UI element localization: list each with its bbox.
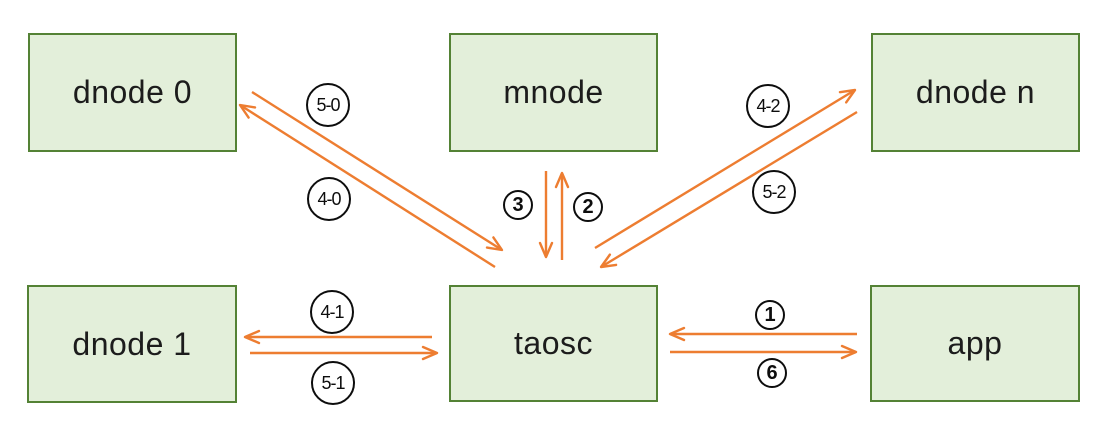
edge-label-2: 2 [573,192,603,222]
node-dnode-n-label: dnode n [915,74,1036,110]
arrow-dnode0-to-taosc [251,90,504,252]
edge-label-4-0: 4-0 [307,177,351,221]
node-dnode-1-label: dnode 1 [72,325,192,362]
arrow-dnoden-to-taosc [599,110,858,269]
node-app: app [870,285,1080,402]
node-dnode-n: dnode n [871,33,1080,152]
edge-label-5-1: 5-1 [311,361,355,405]
node-dnode-0: dnode 0 [28,33,237,152]
node-taosc: taosc [449,285,658,402]
node-app-label: app [947,325,1003,361]
node-mnode-label: mnode [503,74,604,110]
edge-label-4-2: 4-2 [746,84,790,128]
node-dnode-0-label: dnode 0 [72,74,193,110]
edge-label-3: 3 [503,190,533,220]
node-mnode: mnode [449,33,658,152]
edge-label-1: 1 [755,300,785,330]
edge-label-5-2: 5-2 [752,170,796,214]
node-taosc-label: taosc [514,325,593,361]
node-dnode-1: dnode 1 [27,285,237,403]
arrow-taosc-to-dnoden [594,88,857,250]
edge-label-4-1: 4-1 [310,290,354,334]
edge-label-5-0: 5-0 [306,83,350,127]
arrow-taosc-to-dnode0 [238,103,496,269]
edge-label-6: 6 [757,358,787,388]
